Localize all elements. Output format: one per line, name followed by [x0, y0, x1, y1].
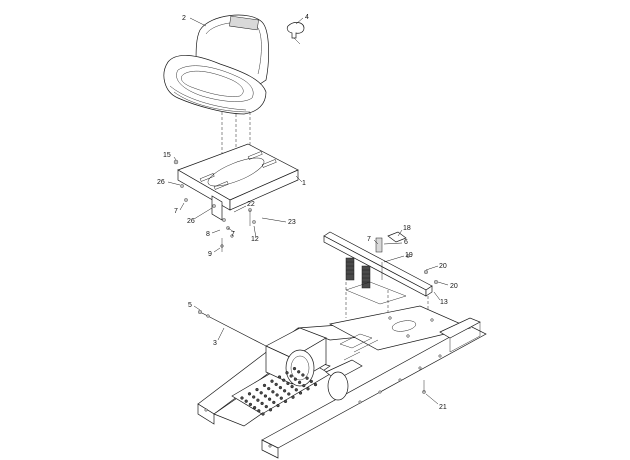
step-hole [248, 402, 253, 407]
callout-19: 19 [405, 252, 413, 259]
step-hole [263, 394, 268, 398]
callout-6: 6 [404, 239, 408, 246]
step-hole [264, 404, 268, 409]
callout-3: 3 [213, 340, 217, 347]
step-plate-holes [240, 366, 318, 416]
callout-26: 26 [187, 218, 195, 225]
knob-part [286, 22, 305, 45]
step-hole [301, 373, 305, 377]
step-hole [279, 396, 283, 400]
seat-rail-part [323, 231, 433, 305]
step-hole [267, 386, 271, 391]
callout-labels: 2 4 15 26 1 7 26 8 9 7 12 22 23 18 7 6 1… [157, 14, 458, 411]
step-hole [292, 366, 297, 371]
leader-lines [167, 17, 449, 405]
step-hole [298, 391, 303, 395]
step-hole [297, 380, 302, 385]
step-hole [271, 390, 275, 394]
callout-12: 12 [251, 236, 259, 243]
callout-21: 21 [439, 404, 447, 411]
step-hole [291, 395, 295, 399]
callout-1: 1 [302, 180, 306, 187]
step-hole [262, 383, 267, 388]
step-hole [257, 409, 261, 413]
step-hole [240, 396, 244, 400]
step-hole [268, 408, 273, 412]
step-hole [276, 403, 280, 408]
step-hole [313, 382, 318, 387]
callout-26: 26 [157, 179, 165, 186]
step-hole [309, 379, 313, 384]
step-hole [282, 389, 287, 393]
step-hole [306, 387, 310, 391]
step-hole [287, 392, 291, 396]
step-hole [289, 374, 293, 378]
callout-23: 23 [288, 219, 296, 226]
callout-7: 7 [174, 208, 178, 215]
step-hole [267, 397, 272, 401]
step-hole [260, 401, 264, 406]
step-hole [261, 412, 265, 416]
step-hole [297, 370, 301, 374]
step-hole [252, 405, 257, 410]
step-hole [244, 399, 248, 403]
step-hole [277, 375, 282, 379]
step-hole [274, 382, 278, 387]
callout-5: 5 [188, 302, 192, 309]
washer [434, 280, 438, 284]
callout-20: 20 [439, 263, 447, 270]
step-hole [285, 371, 289, 375]
step-hole [305, 376, 309, 380]
step-hole [302, 383, 306, 388]
step-hole [247, 392, 252, 396]
callout-9: 9 [208, 251, 212, 258]
callout-13: 13 [440, 299, 448, 306]
washer [424, 270, 428, 274]
callout-7: 7 [231, 231, 235, 238]
seat-part [163, 14, 269, 115]
callout-22: 22 [247, 201, 255, 208]
step-hole [275, 393, 279, 397]
step-hole [286, 381, 290, 386]
frame-part [197, 305, 487, 459]
callout-15: 15 [163, 152, 171, 159]
step-hole [252, 395, 256, 399]
step-hole [290, 384, 294, 389]
step-hole [278, 385, 283, 390]
step-hole [255, 387, 259, 392]
step-hole [283, 399, 288, 404]
bolt [406, 254, 410, 258]
plate-hardware [173, 159, 256, 252]
callout-4: 4 [305, 14, 309, 21]
callout-2: 2 [182, 15, 186, 22]
step-hole [293, 377, 298, 381]
cable-part [198, 310, 267, 347]
callout-20: 20 [450, 283, 458, 290]
callout-8: 8 [206, 231, 210, 238]
callout-18: 18 [403, 225, 411, 232]
step-hole [282, 378, 286, 382]
step-hole [256, 398, 260, 402]
callout-7: 7 [367, 236, 371, 243]
seat-plate-part [177, 143, 299, 221]
step-hole [272, 400, 276, 405]
step-hole [259, 391, 263, 395]
step-hole [270, 379, 274, 383]
step-hole [294, 388, 298, 392]
